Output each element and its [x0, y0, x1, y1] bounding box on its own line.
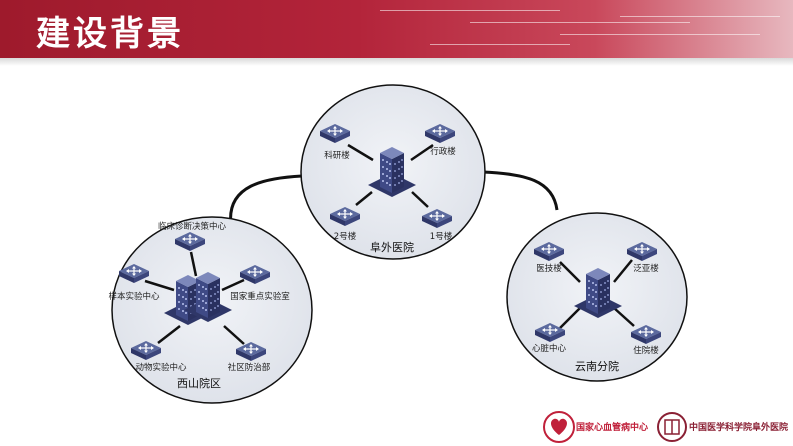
logo1-text: 国家心血管病中心: [576, 421, 648, 433]
switch-label: 社区防治部: [228, 362, 271, 373]
switch-label: 泛亚楼: [633, 263, 659, 274]
header-shadow: [0, 58, 793, 66]
site-xishan: 临床诊断决策中心 样本实验中心 国家重点实验室 动物实验中心 社区防治部 西山院…: [108, 216, 313, 404]
switch-label: 2号楼: [334, 231, 357, 242]
switch-label: 1号楼: [430, 231, 453, 242]
switch-label: 国家重点实验室: [230, 291, 290, 302]
fuwai-logo: 中国医学科学院阜外医院: [657, 412, 788, 442]
site-name: 西山院区: [177, 376, 221, 390]
switch-label: 行政楼: [430, 146, 456, 157]
ncvd-logo: 国家心血管病中心: [543, 411, 648, 443]
header-banner: 建设背景: [0, 0, 793, 58]
site-name: 阜外医院: [370, 240, 414, 254]
footer-logos: 国家心血管病中心 中国医学科学院阜外医院: [543, 411, 788, 443]
site-yunnan: 医技楼 泛亚楼 心脏中心 住院楼 云南分院: [506, 212, 688, 382]
switch-label: 样本实验中心: [108, 291, 160, 302]
site-fuwai: 科研楼 行政楼 2号楼 1号楼 阜外医院: [300, 84, 486, 260]
switch-label: 临床诊断决策中心: [158, 221, 227, 232]
link-fuwai-yunnan: [482, 170, 559, 211]
link-xishan-fuwai: [229, 174, 303, 226]
page-title: 建设背景: [36, 14, 184, 54]
switch-label: 动物实验中心: [135, 362, 187, 373]
switch-label: 科研楼: [324, 150, 350, 161]
switch-label: 住院楼: [633, 345, 659, 356]
logo2-text: 中国医学科学院阜外医院: [689, 421, 788, 433]
site-name: 云南分院: [575, 359, 619, 373]
switch-label: 医技楼: [536, 263, 562, 274]
switch-label: 心脏中心: [532, 343, 567, 354]
